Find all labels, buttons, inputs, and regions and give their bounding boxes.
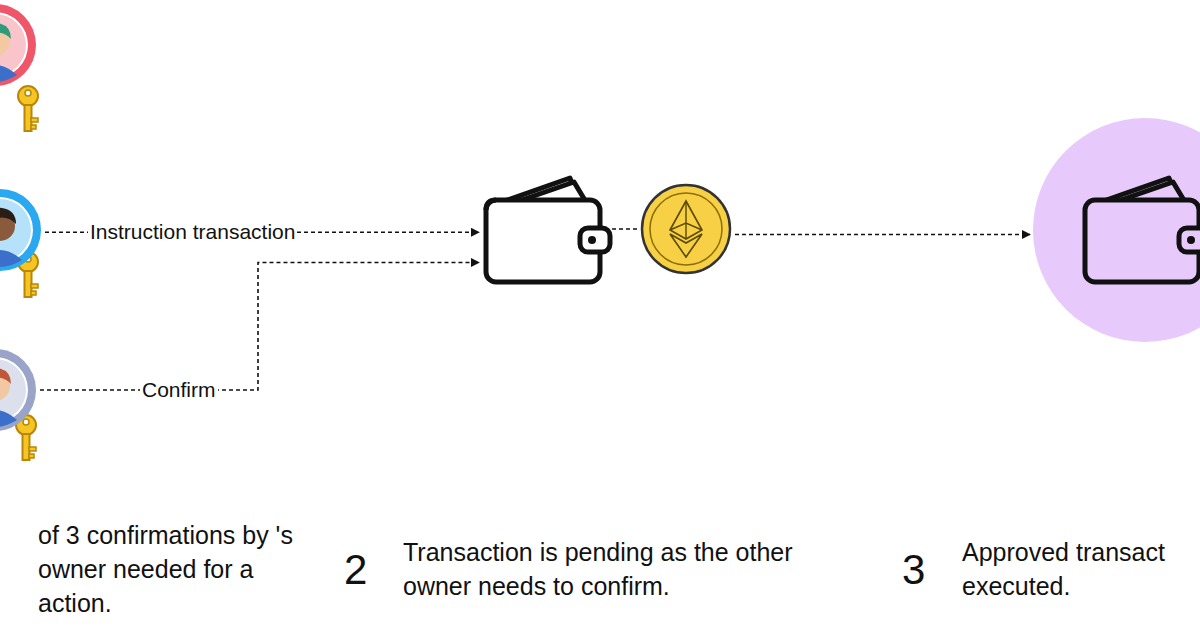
step-caption: Approved transact executed. xyxy=(962,535,1194,603)
target-wallet xyxy=(1033,118,1200,342)
step-caption: Transaction is pending as the other owne… xyxy=(403,535,833,603)
dashed-connector xyxy=(40,262,479,390)
owner-avatar xyxy=(0,348,37,432)
ether-coin xyxy=(640,183,732,275)
owner-avatar xyxy=(0,3,37,87)
step-number: 2 xyxy=(344,546,384,594)
multisig-wallet xyxy=(482,174,612,286)
avatar-icon xyxy=(0,188,42,272)
wallet-icon xyxy=(482,174,612,286)
edge-label: Confirm xyxy=(140,378,218,402)
step-caption: of 3 confirmations by 's owner needed fo… xyxy=(38,518,308,620)
edge-label: Instruction transaction xyxy=(88,220,297,244)
step-number: 3 xyxy=(902,546,942,594)
target-wallet-circle xyxy=(1033,118,1200,342)
dashed-connector xyxy=(735,234,1030,236)
key-icon xyxy=(18,86,38,131)
avatar-icon xyxy=(0,348,37,432)
dashed-connector xyxy=(612,228,640,230)
ether-coin xyxy=(640,183,732,275)
avatar-icon xyxy=(0,3,37,87)
owner-avatar xyxy=(0,188,42,272)
